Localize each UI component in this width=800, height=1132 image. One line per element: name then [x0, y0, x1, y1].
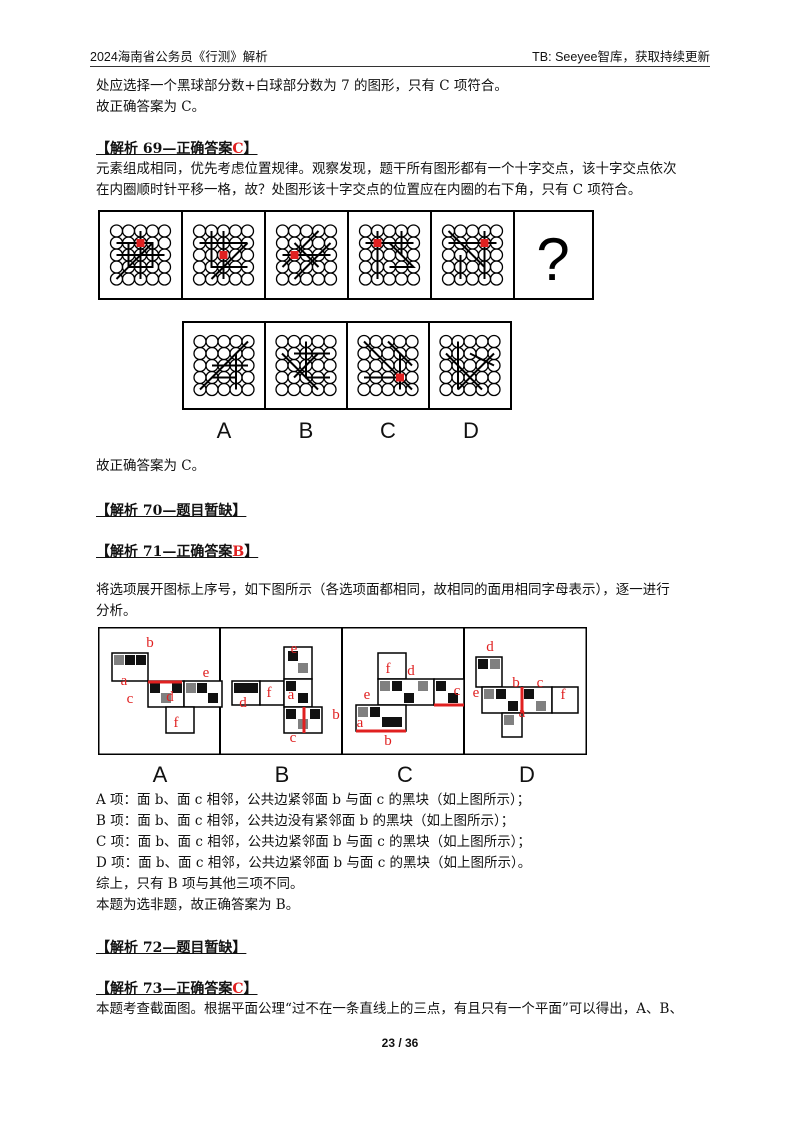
net-d — [475, 656, 579, 738]
q69-option-d: D — [463, 418, 479, 443]
face-letter: b — [332, 707, 340, 723]
page-number: 23 / 36 — [381, 1036, 419, 1050]
q69-tile-1 — [98, 210, 183, 300]
q69-heading: 【解析 69—正确答案C】 — [96, 141, 258, 157]
face-letter: a — [519, 705, 526, 721]
face-letter: c — [290, 730, 297, 746]
q69-line-1: 元素组成相同，优先考虑位置规律。观察发现，题干所有图形都有一个十字交点，该十字交… — [96, 161, 677, 177]
q69-option-tile-b — [264, 321, 348, 410]
q69-option-tile-c — [346, 321, 430, 410]
face-letter: e — [291, 641, 298, 657]
intro-line-1: 处应选择一个黑球部分数+白球部分数为 7 的图形，只有 C 项符合。 — [96, 78, 508, 94]
q71-option-d: D — [519, 762, 535, 787]
q71-answer: B — [232, 544, 245, 560]
q73-line-1: 本题考查截面图。根据平面公理“过不在一条直线上的三点，有且只有一个平面”可以得出… — [96, 1001, 683, 1017]
q70-heading: 【解析 70—题目暂缺】 — [96, 503, 247, 519]
q71-line-2: 分析。 — [96, 603, 137, 619]
header-title: 2024海南省公务员《行测》解析 — [90, 50, 268, 64]
q71-analysis-c: C 项：面 b、面 c 相邻，公共边紧邻面 b 与面 c 的黑块（如上图所示）； — [96, 834, 531, 850]
face-letter: e — [473, 685, 480, 701]
q71-analysis-d: D 项：面 b、面 c 相邻，公共边紧邻面 b 与面 c 的黑块（如上图所示）。 — [96, 855, 532, 871]
net-a — [111, 652, 223, 734]
face-letter: d — [166, 689, 174, 705]
q69-tile-2 — [181, 210, 266, 300]
face-letter: d — [486, 639, 494, 655]
q71-analysis-a: A 项：面 b、面 c 相邻，公共边紧邻面 b 与面 c 的黑块（如上图所示）； — [96, 792, 531, 808]
q69-option-c: C — [380, 418, 396, 443]
face-letter: b — [512, 675, 520, 691]
face-letter: b — [146, 635, 154, 651]
q71-option-a: A — [152, 762, 168, 787]
question-mark: ? — [536, 226, 569, 293]
q69-option-b: B — [298, 418, 314, 443]
face-letter: b — [384, 733, 392, 749]
q69-conclusion: 故正确答案为 C。 — [96, 458, 206, 474]
q71-heading: 【解析 71—正确答案B】 — [96, 544, 259, 560]
q71-summary: 综上，只有 B 项与其他三项不同。 — [96, 876, 304, 892]
q69-tile-5 — [430, 210, 515, 300]
face-letter: f — [561, 687, 566, 703]
q71-conclusion: 本题为选非题，故正确答案为 B。 — [96, 897, 300, 913]
face-letter: e — [364, 687, 371, 703]
q69-tile-3 — [264, 210, 349, 300]
q71-line-1: 将选项展开图标上序号，如下图所示（各选项面都相同，故相同的面用相同字母表示），逐… — [96, 582, 670, 598]
q69-tile-4 — [347, 210, 432, 300]
face-letter: f — [386, 661, 391, 677]
q73-heading: 【解析 73—正确答案C】 — [96, 981, 258, 997]
q69-answer: C — [232, 141, 244, 157]
q71-analysis-b: B 项：面 b、面 c 相邻，公共边没有紧邻面 b 的黑块（如上图所示）； — [96, 813, 515, 829]
net-b — [231, 646, 323, 734]
face-letter: f — [267, 685, 272, 701]
face-letter: d — [239, 695, 247, 711]
face-letter: a — [357, 715, 364, 731]
q69-option-tile-a — [182, 321, 266, 410]
face-letter: f — [174, 715, 179, 731]
q72-heading: 【解析 72—题目暂缺】 — [96, 940, 247, 956]
face-letter: a — [121, 673, 128, 689]
face-letter: e — [203, 665, 210, 681]
q71-option-b: B — [274, 762, 290, 787]
face-letter: c — [537, 675, 544, 691]
face-letter: d — [407, 663, 415, 679]
net-c — [355, 652, 465, 733]
page-header: 2024海南省公务员《行测》解析 TB: Seeyee智库，获取持续更新 — [90, 44, 710, 67]
q69-option-figures — [182, 321, 512, 410]
q73-answer: C — [232, 981, 244, 997]
face-letter: c — [127, 691, 134, 707]
q69-question-figures: ? — [98, 210, 594, 300]
q69-option-a: A — [216, 418, 232, 443]
q69-line-2: 在内圈顺时针平移一格，故？处图形该十字交点的位置应在内圈的右下角，只有 C 项符… — [96, 182, 642, 198]
q71-option-c: C — [397, 762, 413, 787]
face-letter: a — [288, 687, 295, 703]
q69-option-tile-d — [428, 321, 512, 410]
intro-line-2: 故正确答案为 C。 — [96, 99, 206, 115]
header-source: TB: Seeyee智库，获取持续更新 — [532, 50, 710, 64]
face-letter: c — [454, 683, 461, 699]
